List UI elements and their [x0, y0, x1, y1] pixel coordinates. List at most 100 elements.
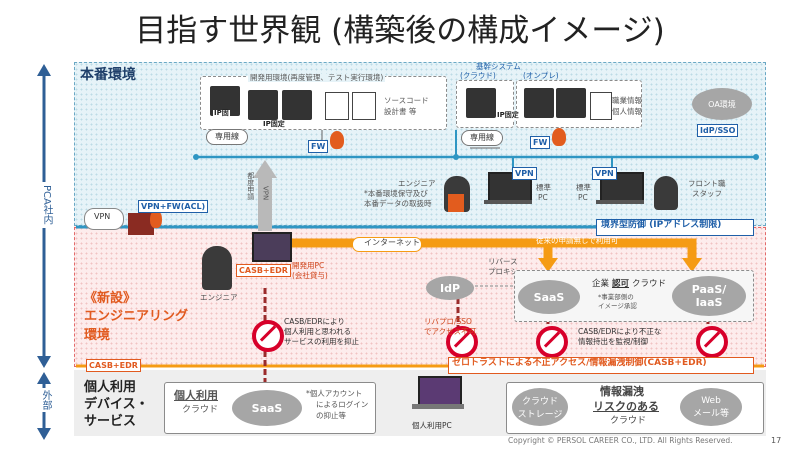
saas-cloud: SaaS	[518, 280, 580, 314]
idp-label: IdP	[439, 281, 461, 295]
cloud-storage-cloud: クラウド ストレージ	[512, 388, 568, 426]
core-system-cloud: (クラウド)	[460, 71, 496, 80]
fw-tag: FW	[308, 140, 329, 153]
dedicated-line-pill: 専用線	[461, 130, 503, 146]
ribupuro-line1: リバプロ/SSO	[424, 317, 472, 326]
personal-pc-label: 個人利用PC	[412, 421, 452, 430]
fire-icon	[330, 131, 344, 149]
server-icon	[466, 88, 496, 118]
zero-trust-box	[448, 357, 754, 374]
server-icon	[556, 88, 586, 118]
idp-sso-tag: IdP/SSO	[697, 124, 739, 137]
oa-cloud: OA環境	[692, 88, 752, 120]
pc-label: PC	[538, 193, 548, 202]
vpn-cloud-label: VPN	[94, 212, 111, 221]
personal-laptop-icon	[418, 376, 462, 408]
vpn-tag: VPN	[592, 167, 617, 180]
zero-trust-label: ゼロトラストによる不正アクセス/情報漏洩制御(CASB+EDR)	[452, 358, 707, 368]
vpn-arrow-head	[253, 160, 277, 178]
web-line1: Web	[701, 395, 721, 406]
web-line2: メール等	[692, 408, 729, 419]
paas-cloud: PaaS/ IaaS	[672, 276, 746, 316]
prohibit-icon	[536, 326, 568, 358]
engineer-line3: 本番データの取扱時	[364, 199, 432, 208]
personal-cloud-line1: 個人利用	[174, 389, 218, 402]
front-staff-line1: フロント職	[688, 179, 726, 188]
dev-env-caption: 開発用環境(再度管理、テスト実行環境)	[248, 73, 386, 83]
network-node	[193, 154, 199, 160]
external-arrow-head-top	[37, 372, 51, 384]
server-icon	[248, 90, 278, 120]
ribupuro-line2: でアクセス不可	[424, 327, 477, 336]
leak-line3: クラウド	[610, 416, 647, 426]
server-icon	[282, 90, 312, 120]
vertical-vpn-note: 都度申請	[246, 172, 255, 200]
personal-label-line1: 個人利用	[84, 380, 137, 395]
internet-arrow-head	[682, 258, 702, 272]
engineering-engineer-label: エンジニア	[200, 293, 238, 302]
pca-label: PCA社内	[37, 182, 53, 228]
slide-title: 目指す世界観 (構築後の構成イメージ)	[135, 13, 665, 49]
reverse-proxy-line2: プロキシ	[488, 267, 518, 276]
enterprise-cloud-a: 企業	[592, 279, 610, 289]
casb-note-line2: 個人利用と思われる	[284, 327, 352, 336]
leak-line1: 情報漏洩	[600, 385, 644, 398]
external-label: 外部	[38, 388, 52, 412]
fire-icon	[552, 128, 566, 146]
personal-note-line3: の抑止等	[316, 411, 346, 420]
pca-arrow-head-bottom	[37, 356, 51, 368]
enterprise-note-line2: イメージ承認	[598, 302, 637, 310]
internet-pill	[352, 237, 422, 252]
personal-label-line2: デバイス・	[84, 397, 149, 412]
personal-note-line1: *個人アカウント	[306, 389, 363, 398]
server-icon	[524, 88, 554, 118]
personal-laptop-base	[412, 404, 464, 409]
casb-edr-left-tag: CASB+EDR	[86, 359, 141, 372]
prior-use-label: 従来の申請無しで利用可	[536, 236, 619, 245]
core-system-onprem: (オンプレ)	[523, 71, 559, 80]
database-doc-icon	[590, 92, 612, 120]
pca-arrow-head-top	[37, 64, 51, 76]
front-staff-line2: スタッフ	[692, 189, 722, 198]
paas-label-line2: IaaS	[695, 296, 723, 309]
engineer-tie-icon	[448, 194, 464, 212]
personal-saas-cloud: SaaS	[232, 390, 302, 426]
casb-note-line1: CASB/EDRにより	[284, 317, 345, 326]
internet-label: インターネット	[364, 238, 420, 247]
engineer-line1: エンジニア	[398, 179, 436, 188]
front-pc-label2: PC	[578, 193, 588, 202]
personal-cloud-line2: クラウド	[182, 405, 219, 415]
internet-arrow-branch-head	[538, 258, 558, 272]
laptop-base	[484, 200, 532, 204]
vpn-fw-acl-tag: VPN+FW(ACL)	[138, 200, 209, 213]
engineer-line2: *本番環境保守及び	[364, 189, 428, 198]
ip-fixed-label: IP固定	[262, 120, 286, 129]
personal-note-line2: によるログイン	[316, 400, 369, 409]
new-label: 《新設》	[84, 291, 137, 306]
enterprise-note-line1: *事業部側の	[598, 293, 634, 301]
source-code-line1: ソースコード	[384, 96, 429, 105]
core-system-title: 基幹システム	[476, 62, 521, 71]
engineering-label-line2: 環境	[84, 328, 111, 343]
storage-line2: ストレージ	[517, 410, 563, 420]
prohibit-icon	[252, 320, 284, 352]
source-code-line2: 設計書 等	[384, 107, 417, 116]
staff-icon	[654, 176, 678, 210]
core-info-line1: 職業情報	[612, 96, 642, 105]
leak-line2: リスクのある	[593, 400, 659, 413]
casb-edr-tag: CASB+EDR	[236, 264, 291, 277]
fire-icon	[150, 210, 162, 228]
idp-cloud: IdP	[426, 276, 474, 300]
fw-tag: FW	[530, 136, 551, 149]
page-number: 17	[771, 436, 782, 445]
personal-label-line3: サービス	[84, 414, 137, 429]
casb-note-b-line2: 情報持出を監視/制御	[578, 337, 649, 346]
enterprise-cloud-b: 認可	[612, 279, 630, 289]
dev-pc-line2: (会社貸与)	[292, 271, 328, 280]
web-mail-cloud: Web メール等	[680, 388, 742, 426]
dev-laptop-icon	[252, 232, 292, 262]
firewall-brick-icon	[128, 213, 154, 235]
prohibit-icon	[446, 326, 478, 358]
prohibit-icon	[696, 326, 728, 358]
